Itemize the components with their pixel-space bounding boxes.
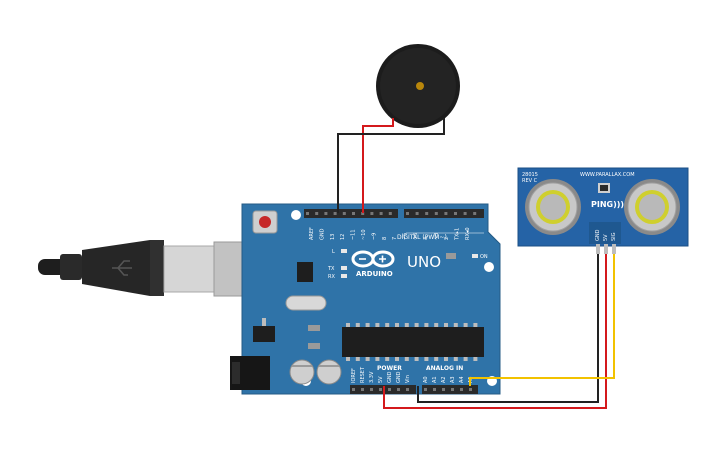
header-hole[interactable] — [469, 388, 472, 391]
analog-pin-label: A4 — [459, 376, 465, 383]
power-header-label: POWER — [377, 365, 402, 372]
header-hole[interactable] — [306, 212, 309, 215]
analog-pin-label: A0 — [423, 376, 429, 383]
analog-header-label: ANALOG IN — [426, 365, 463, 372]
analog-pin-label: A2 — [441, 376, 447, 383]
digital-header-right — [404, 209, 484, 218]
power-pin-label: Vin — [405, 375, 411, 383]
power-pin-label: RESET — [360, 366, 366, 383]
header-hole[interactable] — [444, 212, 448, 215]
power-pin-label: 5V — [378, 376, 384, 383]
led-rx-label: RX — [328, 274, 335, 280]
header-hole[interactable] — [388, 388, 391, 391]
digital-header-left — [304, 209, 398, 218]
header-hole[interactable] — [397, 388, 400, 391]
sensor-part-number: 28015 — [522, 172, 538, 178]
piezo-buzzer-icon — [337, 44, 460, 146]
sensor-pin-label: GND — [595, 229, 601, 241]
sensor-website: WWW.PARALLAX.COM — [580, 172, 635, 178]
digital-pin-label: GND — [319, 228, 325, 240]
analog-pin-label: A1 — [432, 376, 438, 383]
sensor-signal-wire — [469, 254, 615, 386]
header-hole[interactable] — [361, 388, 364, 391]
sensor-5v-wire — [383, 254, 607, 409]
ping-ultrasonic-sensor: 28015 REV C WWW.PARALLAX.COM PING))) GND… — [517, 167, 689, 254]
digital-pin-label: 8 — [382, 237, 388, 240]
analog-pin-label: A3 — [450, 376, 456, 383]
header-hole[interactable] — [442, 388, 445, 391]
header-hole[interactable] — [342, 212, 346, 215]
arduino-brand: ARDUINO — [356, 270, 393, 278]
header-hole[interactable] — [451, 388, 454, 391]
sensor-pin-label: 5V — [603, 234, 609, 241]
digital-pin-label: ~6 — [403, 233, 409, 240]
header-hole[interactable] — [333, 212, 337, 215]
sensor-brand: PING))) — [591, 200, 624, 209]
digital-pin-label: 4 — [423, 237, 429, 240]
sensor-revision: REV C — [522, 178, 538, 184]
header-hole[interactable] — [433, 388, 436, 391]
digital-pin-label: 7 — [392, 237, 398, 240]
digital-pin-label: ~5 — [413, 233, 419, 240]
power-pin-label: 3.3V — [369, 371, 375, 383]
sensor-pin-label: SIG — [611, 232, 617, 241]
header-hole[interactable] — [415, 212, 419, 215]
digital-header-label: DIGITAL (PWM~) — [397, 234, 447, 241]
digital-pin-label: 2 — [444, 237, 450, 240]
arduino-uno-board: L TX RX ON ARDUINO UNO AREF GND 13 12 ~11 ~10… — [230, 203, 501, 395]
header-hole[interactable] — [454, 212, 457, 215]
header-hole[interactable] — [388, 212, 392, 215]
reset-button[interactable] — [259, 216, 271, 228]
uno-model: UNO — [407, 253, 441, 271]
header-hole[interactable] — [370, 388, 373, 391]
power-pin-label: GND — [387, 371, 393, 383]
led-tx-label: TX — [327, 266, 335, 272]
header-hole[interactable] — [463, 212, 467, 215]
header-hole[interactable] — [473, 212, 477, 215]
digital-pin-label: ~11 — [351, 229, 357, 240]
analog-header — [422, 385, 478, 394]
wires — [337, 137, 615, 409]
header-hole[interactable] — [352, 388, 355, 391]
header-hole[interactable] — [434, 212, 438, 215]
usb-cable-icon — [38, 240, 277, 297]
atmega-chip — [342, 327, 484, 357]
digital-pin-label: 13 — [330, 234, 336, 240]
arduino-infinity-logo-icon — [351, 250, 395, 268]
header-hole[interactable] — [370, 212, 374, 215]
header-hole[interactable] — [379, 388, 382, 391]
header-hole[interactable] — [361, 212, 365, 215]
header-hole[interactable] — [425, 212, 429, 215]
digital-pin-label: RX◂0 — [465, 227, 471, 240]
header-hole[interactable] — [406, 212, 409, 215]
header-hole[interactable] — [379, 212, 383, 215]
led-l-label: L — [332, 249, 335, 255]
header-hole[interactable] — [315, 212, 319, 215]
power-pin-label: IOREF — [351, 368, 357, 383]
header-hole[interactable] — [424, 388, 427, 391]
power-pin-label: GND — [396, 371, 402, 383]
header-hole[interactable] — [324, 212, 328, 215]
digital-pin-label: ~9 — [371, 233, 377, 240]
on-label: ON — [480, 254, 488, 260]
header-hole[interactable] — [460, 388, 463, 391]
header-hole[interactable] — [352, 212, 355, 215]
digital-pin-label: 12 — [340, 234, 346, 240]
digital-pin-label: AREF — [309, 227, 315, 240]
digital-pin-label: TX▸1 — [455, 228, 461, 241]
digital-pin-label: ~10 — [361, 229, 367, 240]
sensor-gnd-wire — [417, 254, 599, 403]
header-hole[interactable] — [406, 388, 409, 391]
digital-pin-label: ~3 — [434, 233, 440, 240]
